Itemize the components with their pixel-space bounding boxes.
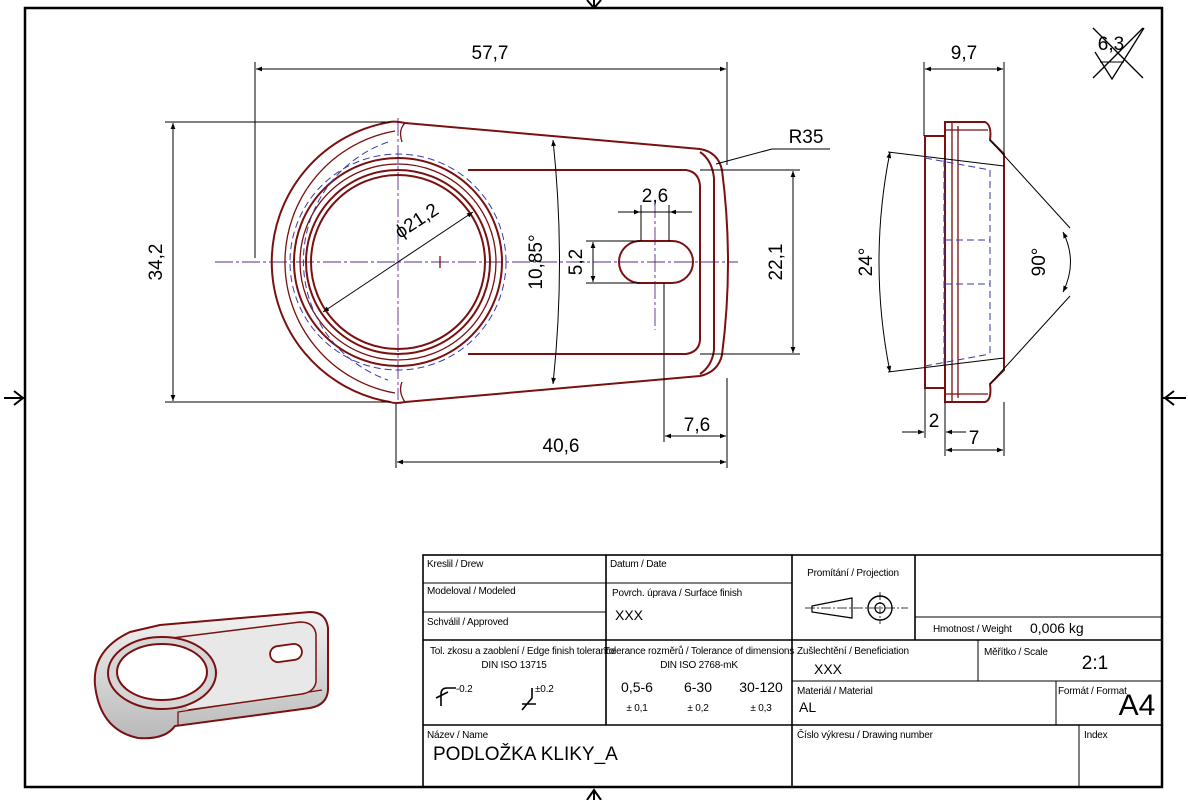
beneficiation-label: Zušlechtění / Beneficiation bbox=[797, 646, 909, 657]
weight-label: Hmotnost / Weight bbox=[933, 624, 1012, 635]
scale-value: 2:1 bbox=[1082, 653, 1108, 674]
bore-edge bbox=[305, 169, 491, 355]
date-label: Datum / Date bbox=[610, 559, 667, 570]
bore-collar-outer bbox=[293, 157, 503, 367]
projection-label: Promítání / Projection bbox=[807, 568, 899, 579]
format-label: Formát / Format bbox=[1058, 686, 1127, 697]
dim-arc-taper bbox=[551, 139, 560, 385]
part-name: PODLOŽKA KLIKY_A bbox=[433, 743, 618, 765]
surface-roughness-symbol: 6,3 bbox=[1092, 27, 1145, 81]
bore-hole bbox=[310, 174, 486, 350]
outer-edge-inner bbox=[284, 130, 396, 394]
dim-angle-right: 90° bbox=[1029, 248, 1050, 277]
side-flange bbox=[924, 135, 946, 389]
scale-label: Měřítko / Scale bbox=[984, 647, 1048, 658]
side-view: 9,7 24° 90° 2 7 bbox=[856, 43, 1071, 456]
material-label: Materiál / Material bbox=[797, 686, 873, 697]
surface-finish-label: Povrch. úprava / Surface finish bbox=[612, 588, 742, 599]
edge-tolerance-standard: DIN ISO 13715 bbox=[481, 660, 547, 671]
tolerance-range: 6-30 bbox=[684, 679, 712, 695]
ext-line bbox=[989, 139, 1071, 229]
name-label: Název / Name bbox=[427, 730, 489, 741]
dim-line-diameter bbox=[322, 211, 474, 313]
bore-collar-inner bbox=[299, 163, 497, 361]
dim-overall-height: 34,2 bbox=[146, 244, 167, 281]
raised-plate-edge bbox=[468, 169, 701, 355]
roughness-value: 6,3 bbox=[1098, 34, 1124, 55]
outer-contour bbox=[270, 120, 729, 404]
tolerance-value: ± 0,2 bbox=[687, 703, 709, 714]
dim-taper-angle: 10,85° bbox=[526, 234, 547, 289]
dim-overall-width: 57,7 bbox=[472, 43, 509, 64]
front-view: 57,7 34,2 R35 ϕ21,2 10,85° 2,6 5,2 22,1 bbox=[146, 43, 830, 468]
title-block: Kreslil / Drew Datum / Date Promítání / … bbox=[422, 554, 1163, 788]
modeled-label: Modeloval / Modeled bbox=[427, 586, 515, 597]
projection-symbol bbox=[805, 592, 908, 624]
side-hidden-line bbox=[924, 353, 991, 367]
tolerance-range: 30-120 bbox=[739, 679, 783, 695]
plate-side-edge bbox=[699, 151, 715, 375]
bore-hidden-line bbox=[289, 153, 507, 371]
weight-value: 0,006 kg bbox=[1030, 620, 1084, 636]
dim-radius: R35 bbox=[789, 127, 824, 148]
radius-leader bbox=[715, 148, 830, 165]
dim-arc-side-left bbox=[878, 151, 892, 373]
isometric-view bbox=[93, 610, 329, 740]
dim-flange: 2 bbox=[929, 411, 940, 432]
index-label: Index bbox=[1084, 730, 1108, 741]
dimension-tolerance-standard: DIN ISO 2768-mK bbox=[660, 660, 738, 671]
flange-hidden-line bbox=[302, 141, 389, 381]
format-value: A4 bbox=[1119, 689, 1156, 722]
surface-finish-value: XXX bbox=[615, 607, 644, 623]
ext-line bbox=[887, 151, 1005, 167]
tangent-edge-bottom bbox=[399, 381, 406, 403]
dim-arc-side-right bbox=[1062, 231, 1071, 293]
tangent-edge-top bbox=[399, 122, 406, 143]
dim-slot-height: 5,2 bbox=[566, 249, 587, 275]
dim-side-width: 9,7 bbox=[951, 43, 977, 64]
edge-tolerance-label: Tol. zkosu a zaoblení / Edge finish tole… bbox=[430, 646, 617, 657]
centering-marks bbox=[4, 0, 1186, 800]
approved-label: Schválil / Approved bbox=[427, 617, 508, 628]
material-value: AL bbox=[799, 699, 816, 715]
side-hidden-line bbox=[924, 157, 991, 171]
dimension-tolerance-label: Tolerance rozměrů / Tolerance of dimensi… bbox=[604, 645, 794, 657]
dim-slot-to-end: 7,6 bbox=[684, 415, 710, 436]
edge-tolerance-a: -0.2 bbox=[456, 684, 473, 695]
drew-label: Kreslil / Drew bbox=[427, 559, 484, 570]
side-body bbox=[944, 121, 1005, 403]
edge-tolerance-b: ±0.2 bbox=[535, 684, 554, 695]
dim-center-to-end: 40,6 bbox=[543, 436, 580, 457]
edge-tolerance-symbols bbox=[435, 687, 536, 711]
tolerance-value: ± 0,1 bbox=[626, 703, 648, 714]
dim-bore-diameter: ϕ21,2 bbox=[391, 200, 442, 244]
dim-slot-width: 2,6 bbox=[642, 186, 668, 207]
dim-body: 7 bbox=[969, 428, 980, 449]
drawing-number-label: Číslo výkresu / Drawing number bbox=[797, 728, 934, 741]
ext-line bbox=[887, 357, 1005, 373]
ext-line bbox=[989, 295, 1071, 385]
beneficiation-value: XXX bbox=[814, 661, 843, 677]
dim-angle-left: 24° bbox=[856, 248, 877, 277]
tolerance-value: ± 0,3 bbox=[750, 703, 772, 714]
tolerance-range: 0,5-6 bbox=[621, 679, 653, 695]
slot-outline bbox=[618, 240, 694, 284]
dim-plate-height: 22,1 bbox=[766, 244, 787, 281]
